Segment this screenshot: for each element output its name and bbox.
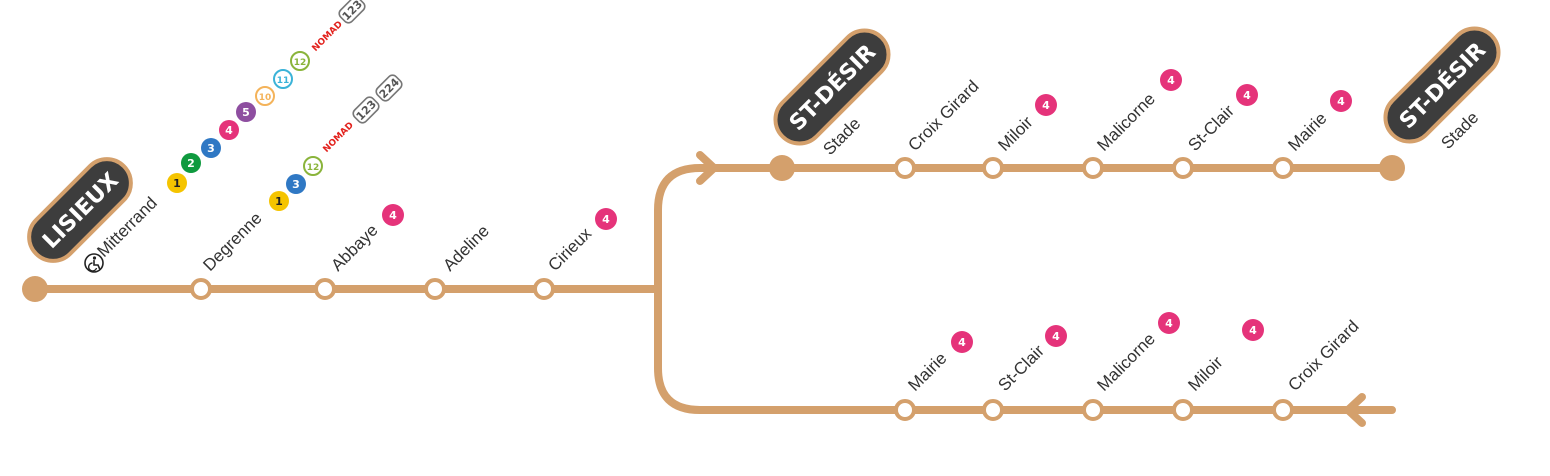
terminus-st-desir-far: ST-DÉSIR xyxy=(1383,26,1501,144)
svg-text:4: 4 xyxy=(602,213,610,226)
svg-text:12: 12 xyxy=(294,58,307,68)
stop-marker-mairie-upper xyxy=(1272,157,1294,179)
stop-marker-abbaye xyxy=(314,278,336,300)
svg-text:4: 4 xyxy=(225,124,233,137)
stop-label-malicorne-upper: Malicorne xyxy=(1093,89,1159,155)
terminus-dot-st-desir-upper xyxy=(769,155,795,181)
box-123-mitterrand: 123 xyxy=(338,0,366,24)
box-224-degrenne: 224 xyxy=(375,74,403,102)
svg-text:4: 4 xyxy=(1337,95,1345,108)
stop-marker-st-clair-lower xyxy=(982,399,1004,421)
line-4-badge-st-clair-upper: 4 xyxy=(1236,84,1258,106)
svg-text:5: 5 xyxy=(242,106,250,119)
svg-text:4: 4 xyxy=(1042,99,1050,112)
svg-text:3: 3 xyxy=(207,142,215,155)
stop-marker-croix-girard-upper xyxy=(894,157,916,179)
stop-label-miloir-upper: Miloir xyxy=(994,112,1036,154)
lower-stop-markers xyxy=(894,399,1294,421)
stop-marker-miloir-lower xyxy=(1172,399,1194,421)
svg-text:11: 11 xyxy=(277,76,290,86)
line-4-badge-malicorne-lower: 4 xyxy=(1158,312,1180,334)
stop-marker-malicorne-upper xyxy=(1082,157,1104,179)
svg-text:4: 4 xyxy=(1243,89,1251,102)
stop-marker-croix-girard-lower xyxy=(1272,399,1294,421)
line-11-badge-mitterrand: 11 xyxy=(273,69,293,89)
stop-label-abbaye: Abbaye xyxy=(327,221,381,275)
line-4-badge-st-clair-lower: 4 xyxy=(1045,325,1067,347)
line-2-badge-mitterrand: 2 xyxy=(181,153,201,173)
stop-marker-malicorne-lower xyxy=(1082,399,1104,421)
line-4-badge-cirieux: 4 xyxy=(595,208,617,230)
svg-text:4: 4 xyxy=(1167,74,1175,87)
svg-text:4: 4 xyxy=(958,336,966,349)
line-4-badge-abbaye: 4 xyxy=(382,204,404,226)
line-1-badge-mitterrand: 1 xyxy=(167,173,187,193)
terminus-lisieux: LISIEUX xyxy=(27,157,133,263)
stop-label-mairie-lower: Mairie xyxy=(904,349,950,395)
line-1-badge-degrenne: 1 xyxy=(269,191,289,211)
line-4-badge-malicorne-upper: 4 xyxy=(1160,69,1182,91)
terminus-dot-lisieux xyxy=(22,276,48,302)
svg-text:NOMAD: NOMAD xyxy=(311,20,345,54)
stop-label-mairie-upper: Mairie xyxy=(1284,109,1330,155)
line-12-badge-mitterrand: 12 xyxy=(290,51,310,71)
line-4-badge-mitterrand: 4 xyxy=(219,120,239,140)
svg-text:4: 4 xyxy=(1165,317,1173,330)
nomad-logo-mitterrand: NOMAD xyxy=(311,20,345,54)
svg-text:1: 1 xyxy=(275,195,283,208)
line-5-badge-mitterrand: 5 xyxy=(236,102,256,122)
upper-direction-arrow xyxy=(696,151,718,185)
svg-text:1: 1 xyxy=(173,177,181,190)
stop-marker-miloir-upper xyxy=(982,157,1004,179)
line-4-badge-miloir-lower: 4 xyxy=(1242,319,1264,341)
terminus-dot-st-desir-far xyxy=(1379,155,1405,181)
stop-label-st-clair-upper: St-Clair xyxy=(1184,101,1238,155)
stop-label-croix-girard-upper: Croix Girard xyxy=(904,77,982,155)
stop-label-degrenne: Degrenne xyxy=(199,209,265,275)
svg-text:2: 2 xyxy=(187,157,195,170)
stop-label-miloir-lower: Miloir xyxy=(1184,352,1226,394)
lower-branch-line xyxy=(654,285,1396,414)
svg-text:4: 4 xyxy=(1052,330,1060,343)
line-3-badge-mitterrand: 3 xyxy=(201,138,221,158)
line-4-badges: 4 4 4 4 4 4 4 4 4 4 xyxy=(382,69,1352,353)
stop-label-malicorne-lower: Malicorne xyxy=(1093,329,1159,395)
stop-marker-mairie-lower xyxy=(894,399,916,421)
line-4-badge-mairie-lower: 4 xyxy=(951,331,973,353)
stop-label-croix-girard-lower: Croix Girard xyxy=(1284,317,1362,395)
degrenne-correspondences: 1 3 12 NOMAD 123 224 xyxy=(269,74,403,211)
line-3-badge-degrenne: 3 xyxy=(286,174,306,194)
svg-text:3: 3 xyxy=(292,178,300,191)
svg-text:10: 10 xyxy=(259,93,272,103)
svg-text:4: 4 xyxy=(1249,324,1257,337)
line-10-badge-mitterrand: 10 xyxy=(255,86,275,106)
wheelchair-icon xyxy=(84,253,104,273)
lower-direction-arrow xyxy=(1344,393,1366,427)
upper-stop-markers xyxy=(894,157,1294,179)
line-4-badge-miloir-upper: 4 xyxy=(1035,94,1057,116)
stop-label-cirieux: Cirieux xyxy=(544,224,595,275)
nomad-logo-degrenne: NOMAD xyxy=(322,121,356,155)
stop-label-adeline: Adeline xyxy=(439,221,493,275)
line-12-badge-degrenne: 12 xyxy=(303,156,323,176)
stop-marker-cirieux xyxy=(533,278,555,300)
svg-text:4: 4 xyxy=(389,209,397,222)
box-123-degrenne: 123 xyxy=(352,96,380,124)
line-4-badge-mairie-upper: 4 xyxy=(1330,90,1352,112)
stop-label-st-clair-lower: St-Clair xyxy=(994,341,1048,395)
stop-marker-st-clair-upper xyxy=(1172,157,1194,179)
svg-text:NOMAD: NOMAD xyxy=(322,121,356,155)
svg-text:12: 12 xyxy=(307,163,320,173)
upper-branch-line xyxy=(654,164,1396,293)
mitterrand-correspondences: 1 2 3 4 5 10 11 12 NOMAD 123 xyxy=(167,0,366,193)
stop-marker-degrenne xyxy=(190,278,212,300)
trunk-stop-markers xyxy=(190,278,555,300)
stop-marker-adeline xyxy=(424,278,446,300)
